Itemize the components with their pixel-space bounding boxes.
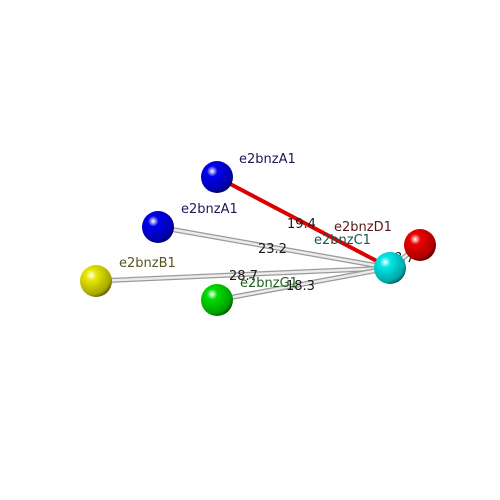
node-sphere-a1a [201,161,233,193]
node-sphere-b1 [80,265,112,297]
edge-label: 19.4 [287,217,316,232]
edge-label: 28.7 [229,269,258,284]
edge-g1-c1 [214,265,393,303]
edge-a1b-c1 [155,224,393,271]
edges-layer [93,175,423,303]
node-sphere-d1 [404,229,436,261]
node-labels-layer: e2bnzA1 e2bnzA1 e2bnzB1 e2bnzG1 e2bnzD1e2bnz… [119,152,392,291]
edge-a1a-c1 [215,175,392,270]
node-label-b1: e2bnzB1 [119,256,176,271]
edge-label: 23.2 [258,242,287,257]
node-sphere-c1 [374,252,406,284]
node-label-a1b: e2bnzA1 [181,202,238,217]
node-label-d1: e2bnzD1 [334,220,392,235]
nodes-layer [80,161,436,316]
node-label-a1a: e2bnzA1 [239,152,296,167]
node-label-g1: e2bnzG1 [240,276,298,291]
node-sphere-a1b [142,211,174,243]
node-sphere-g1 [201,284,233,316]
node-label-c1: e2bnzC1 [314,233,371,248]
edge-label: 18.3 [286,279,315,294]
edge-b1-c1 [93,265,393,284]
